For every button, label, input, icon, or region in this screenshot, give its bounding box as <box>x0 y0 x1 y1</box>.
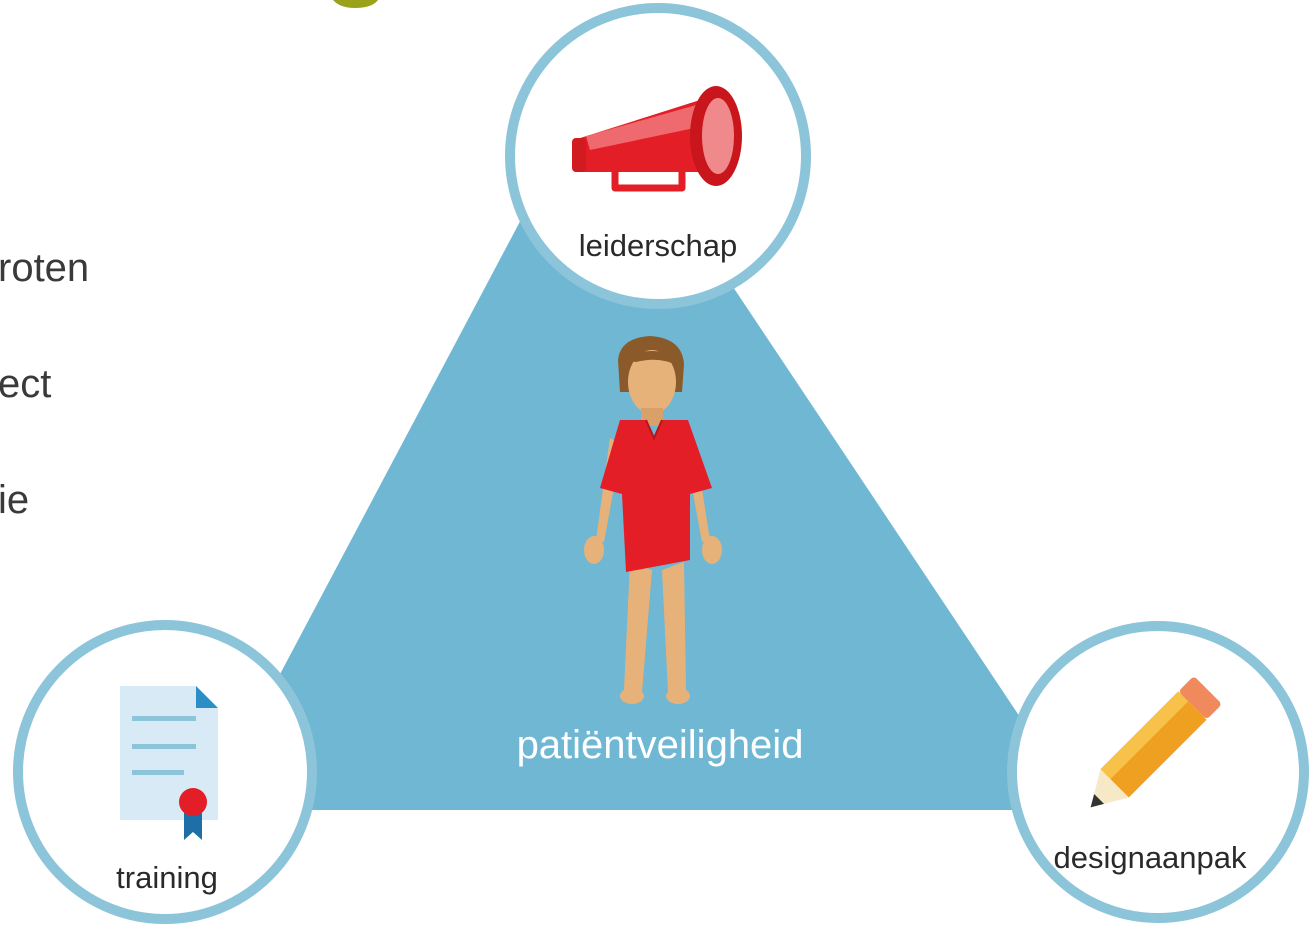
node-right-label: designaanpak <box>1053 840 1247 875</box>
node-right: designaanpak <box>1007 621 1309 923</box>
bullet-text-fragment-2: ect <box>0 362 52 406</box>
patient-figure <box>584 336 722 704</box>
bullet-text-fragment-1: roten <box>0 246 90 290</box>
bullet-text-fragment-3: ie <box>0 478 30 522</box>
title-fragment <box>333 0 378 8</box>
center-label: patiëntveiligheid <box>517 723 804 767</box>
node-top: leiderschap <box>505 3 811 309</box>
pencil-icon <box>1090 677 1221 808</box>
node-left: training <box>13 620 317 924</box>
megaphone-icon <box>572 86 742 192</box>
node-top-label: leiderschap <box>579 228 738 263</box>
node-left-label: training <box>116 860 218 895</box>
certificate-icon <box>120 686 218 840</box>
